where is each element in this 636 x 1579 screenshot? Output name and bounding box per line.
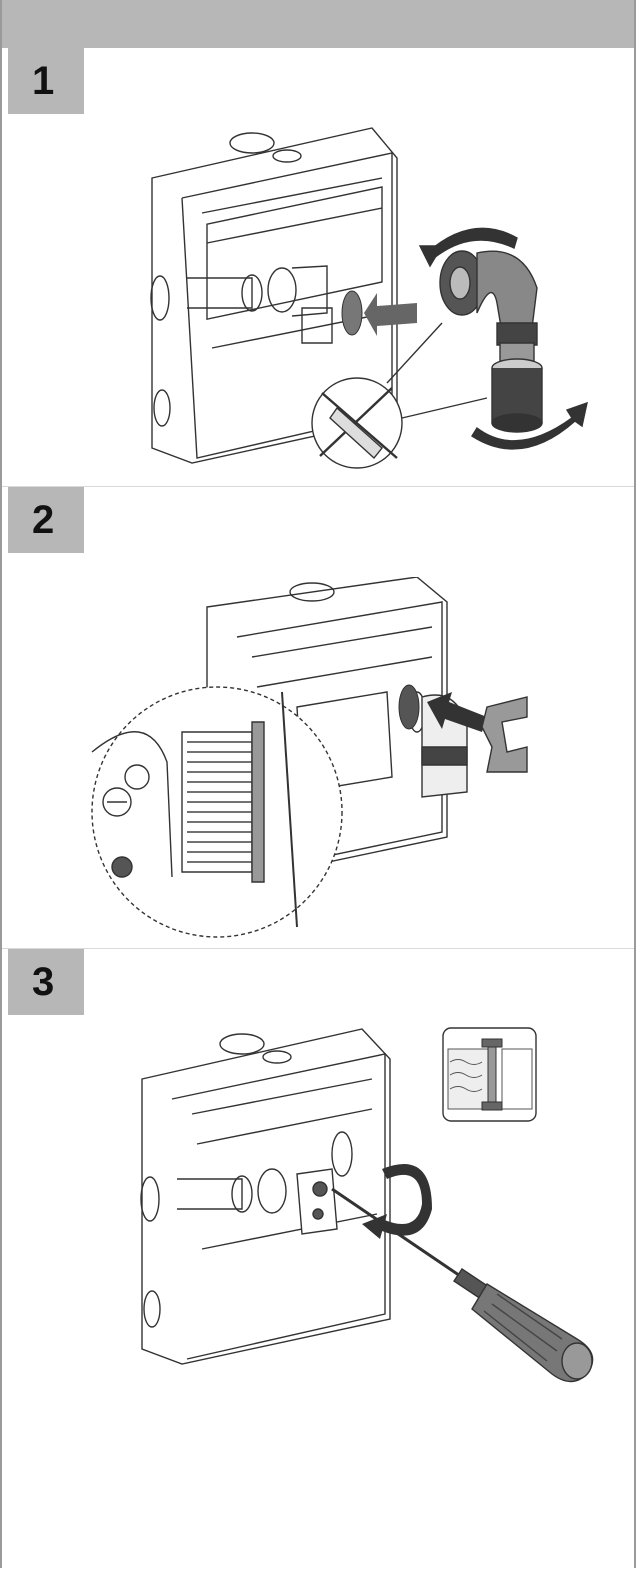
header-bar <box>2 0 634 48</box>
step-3-illustration <box>132 1019 602 1579</box>
step-number-badge: 3 <box>8 949 84 1015</box>
step-3: 3 <box>2 948 634 1569</box>
step-2: 2 <box>2 486 634 949</box>
step-1-illustration <box>142 118 602 528</box>
step-2-illustration <box>87 577 557 947</box>
screw-detail-inset <box>442 1027 537 1122</box>
step-1: 1 <box>2 48 634 486</box>
step-number-badge: 2 <box>8 487 84 553</box>
step-number-badge: 1 <box>8 48 84 114</box>
